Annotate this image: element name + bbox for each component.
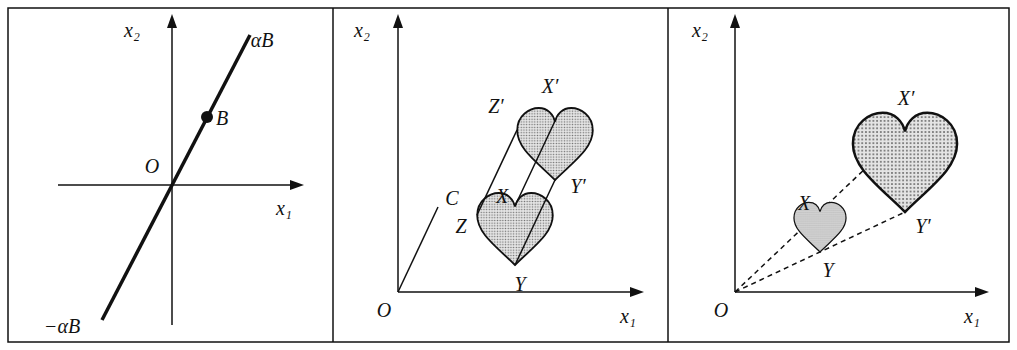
axis-label: x₂: [124, 20, 140, 40]
origin-label: O: [714, 300, 728, 320]
point-label: X: [496, 186, 508, 206]
origin-label: O: [145, 156, 159, 176]
point-label: Z: [455, 216, 466, 236]
line-label: −αB: [44, 316, 80, 336]
point-label: Z′: [488, 96, 504, 116]
point-label: X′: [898, 88, 915, 108]
axis-label: x₁: [620, 306, 636, 326]
axis-label: x₂: [354, 20, 370, 40]
axis-label: x₁: [276, 198, 292, 218]
vector-label: C: [445, 188, 458, 208]
origin-label: O: [377, 300, 391, 320]
point-label: Y: [514, 274, 525, 294]
point-label: Y′: [915, 216, 931, 236]
axis-label: x₂: [692, 20, 708, 40]
point-label: X: [798, 193, 810, 213]
line-label: αB: [251, 30, 274, 50]
point-label: B: [216, 108, 228, 128]
axis-label: x₁: [964, 306, 980, 326]
point-label: Y: [822, 260, 833, 280]
point-label: Y′: [570, 176, 586, 196]
point-label: X′: [542, 76, 559, 96]
